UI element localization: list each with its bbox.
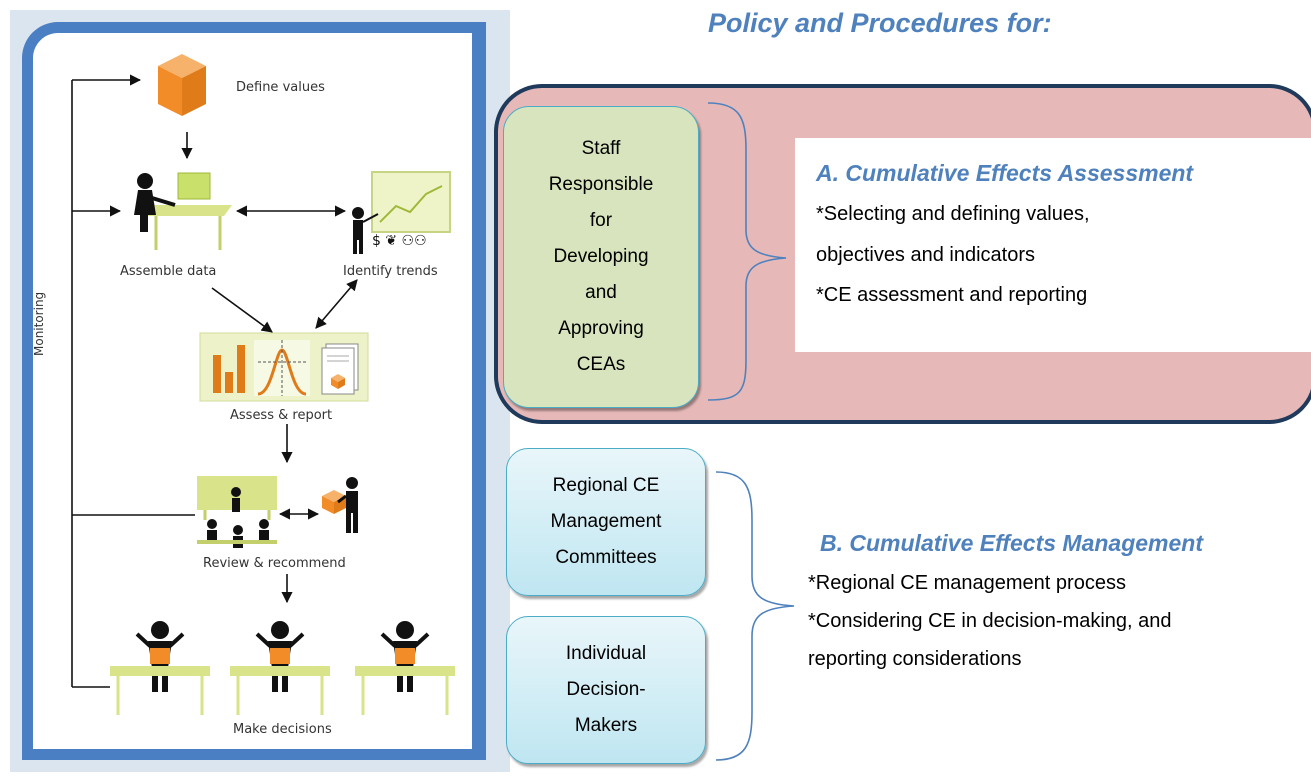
trend-symbols: $ ❦ ⚇⚇ — [372, 233, 427, 249]
staff-box-line: Staff — [581, 138, 621, 159]
decision-box-line: Individual — [565, 643, 647, 664]
decision-box-line: Makers — [574, 715, 638, 736]
staff-box-line: CEAs — [576, 354, 626, 375]
step-label-identify-trends: Identify trends — [343, 264, 438, 279]
step-label-review-recommend: Review & recommend — [203, 556, 346, 571]
decision-maker-icon — [110, 621, 455, 715]
regional-committees-box: Regional CE Management Committees — [506, 448, 706, 596]
step-label-assemble-data: Assemble data — [120, 264, 217, 279]
bar-chart-icon — [213, 345, 245, 393]
step-label-define-values: Define values — [236, 80, 325, 95]
committee-box-line: Management — [550, 511, 662, 532]
staff-responsible-box: Staff Responsible for Developing and App… — [503, 106, 699, 408]
meeting-table-icon — [197, 476, 277, 548]
step-label-assess-report: Assess & report — [230, 408, 333, 423]
decision-box-line: Decision- — [566, 679, 646, 700]
staff-box-line: and — [585, 282, 617, 303]
committee-box-line: Committees — [555, 547, 657, 568]
staff-box-line: Approving — [558, 318, 644, 339]
section-a-text-box — [795, 138, 1311, 352]
cube-icon — [158, 54, 206, 116]
section-b-line: *Considering CE in decision-making, and — [808, 610, 1172, 632]
person-at-desk-icon — [134, 172, 232, 250]
step-label-make-decisions: Make decisions — [233, 722, 332, 737]
section-b-line: reporting considerations — [808, 648, 1022, 670]
presenter-icon: $ ❦ ⚇⚇ — [352, 171, 451, 254]
staff-box-line: for — [589, 210, 613, 231]
page-title: Policy and Procedures for: — [708, 8, 1052, 38]
person-carrying-box-icon — [322, 477, 358, 533]
monitoring-label: Monitoring — [32, 291, 46, 356]
committee-box-line: Regional CE — [552, 475, 660, 496]
section-a-line: *CE assessment and reporting — [816, 284, 1088, 306]
section-a-line: objectives and indicators — [816, 244, 1036, 266]
assess-report-icons — [199, 332, 369, 402]
section-b-line: *Regional CE management process — [808, 572, 1126, 594]
monitoring-loop — [71, 74, 195, 688]
staff-box-line: Developing — [553, 246, 649, 267]
section-b-heading: B. Cumulative Effects Management — [820, 530, 1204, 556]
staff-box-line: Responsible — [548, 174, 654, 195]
flow-arrows — [181, 132, 358, 604]
bell-curve-icon — [254, 340, 310, 396]
individual-decision-makers-box: Individual Decision- Makers — [506, 616, 706, 764]
report-document-icon — [321, 343, 359, 395]
section-a-line: *Selecting and defining values, — [816, 203, 1090, 225]
section-a-heading: A. Cumulative Effects Assessment — [816, 160, 1194, 186]
